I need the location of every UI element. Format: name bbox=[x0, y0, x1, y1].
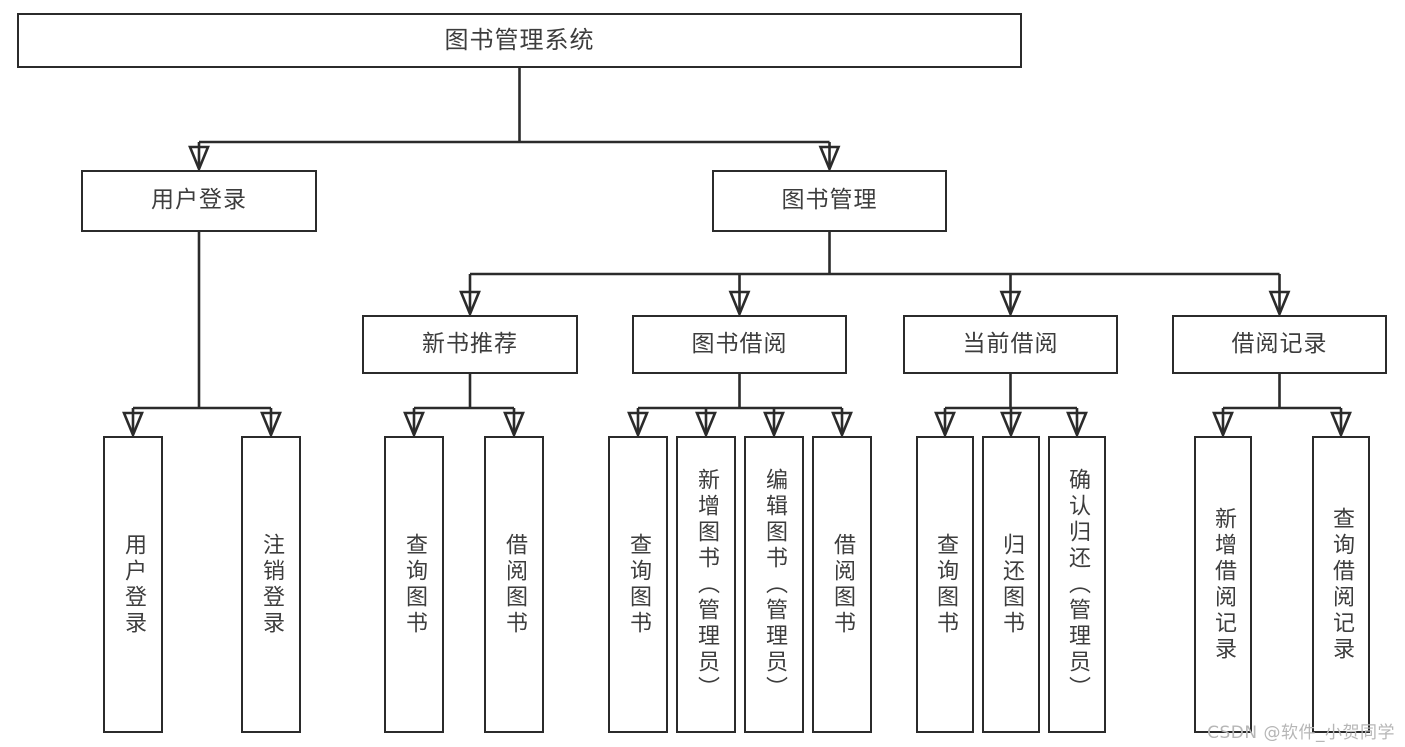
node-level2-1[interactable]: 图书管理 bbox=[712, 170, 947, 232]
node-label: 查询图书 bbox=[402, 532, 427, 637]
node-label: 用户登录 bbox=[121, 532, 146, 637]
node-leaf-1[interactable]: 注销登录 bbox=[241, 436, 301, 733]
node-label: 当前借阅 bbox=[962, 330, 1059, 357]
node-label: 新增图书（管理员） bbox=[694, 467, 719, 702]
node-leaf-6[interactable]: 编辑图书（管理员） bbox=[744, 436, 804, 733]
node-label: 查询图书 bbox=[933, 532, 958, 637]
node-label: 图书借阅 bbox=[691, 330, 788, 357]
node-leaf-8[interactable]: 查询图书 bbox=[916, 436, 974, 733]
node-leaf-5[interactable]: 新增图书（管理员） bbox=[676, 436, 736, 733]
node-label: 归还图书 bbox=[999, 532, 1024, 637]
node-leaf-9[interactable]: 归还图书 bbox=[982, 436, 1040, 733]
node-leaf-2[interactable]: 查询图书 bbox=[384, 436, 444, 733]
node-label: 借阅图书 bbox=[830, 532, 855, 637]
node-label: 查询借阅记录 bbox=[1329, 506, 1354, 663]
node-label: 图书管理 bbox=[781, 187, 878, 214]
watermark-label: CSDN @软件_小贺同学 bbox=[1207, 723, 1395, 743]
node-level3-0[interactable]: 新书推荐 bbox=[362, 315, 578, 374]
node-leaf-7[interactable]: 借阅图书 bbox=[812, 436, 872, 733]
node-leaf-0[interactable]: 用户登录 bbox=[103, 436, 163, 733]
node-label: 用户登录 bbox=[151, 187, 247, 214]
node-leaf-11[interactable]: 新增借阅记录 bbox=[1194, 436, 1252, 733]
node-level3-2[interactable]: 当前借阅 bbox=[903, 315, 1118, 374]
node-level2-0[interactable]: 用户登录 bbox=[81, 170, 317, 232]
node-label: 注销登录 bbox=[259, 532, 284, 637]
node-label: 新书推荐 bbox=[422, 330, 518, 357]
node-leaf-4[interactable]: 查询图书 bbox=[608, 436, 668, 733]
node-leaf-12[interactable]: 查询借阅记录 bbox=[1312, 436, 1370, 733]
node-label: 确认归还（管理员） bbox=[1065, 467, 1090, 702]
node-label: 借阅图书 bbox=[502, 532, 527, 637]
node-level3-1[interactable]: 图书借阅 bbox=[632, 315, 847, 374]
node-label: 借阅记录 bbox=[1231, 330, 1328, 357]
node-root-0[interactable]: 图书管理系统 bbox=[17, 13, 1022, 68]
node-leaf-3[interactable]: 借阅图书 bbox=[484, 436, 544, 733]
node-leaf-10[interactable]: 确认归还（管理员） bbox=[1048, 436, 1106, 733]
node-label: 新增借阅记录 bbox=[1211, 506, 1236, 663]
node-label: 编辑图书（管理员） bbox=[762, 467, 787, 702]
node-level3-3[interactable]: 借阅记录 bbox=[1172, 315, 1387, 374]
node-label: 查询图书 bbox=[626, 532, 651, 637]
node-label: 图书管理系统 bbox=[444, 26, 595, 55]
